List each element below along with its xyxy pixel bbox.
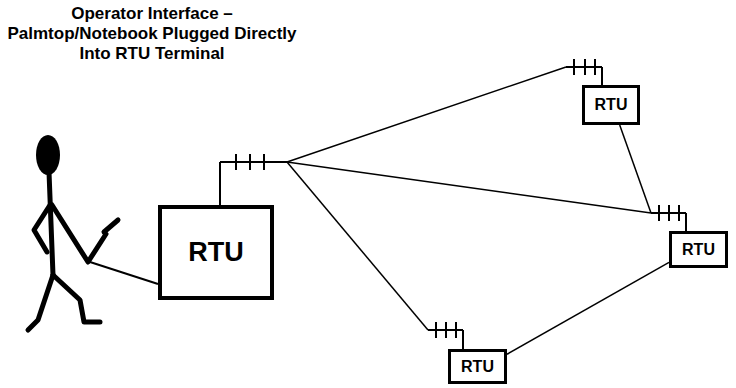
rtu-label: RTU: [595, 97, 628, 113]
figure-arm: [52, 205, 106, 262]
rtu-box: RTU: [669, 231, 728, 268]
antenna-element: [584, 59, 586, 75]
antenna-element: [455, 322, 457, 338]
rtu-label: RTU: [682, 242, 715, 258]
figure-leg: [53, 275, 100, 322]
antenna-element: [263, 154, 265, 170]
terminal-cable: [90, 262, 158, 284]
rtu-node: RTU: [566, 59, 640, 125]
antenna-element: [445, 322, 447, 338]
antenna-element: [249, 154, 251, 170]
radio-link: [507, 262, 669, 354]
radio-link: [287, 67, 566, 162]
antenna-mast: [685, 213, 687, 232]
rtu-label: RTU: [461, 359, 494, 375]
radio-link: [287, 162, 428, 330]
radio-link: [287, 162, 651, 213]
antenna-element: [594, 59, 596, 75]
diagram-title: Operator Interface – Palmtop/Notebook Pl…: [2, 4, 302, 64]
stick-figure: [28, 135, 118, 330]
antenna-element: [658, 205, 660, 221]
antenna-mast: [601, 67, 603, 86]
figure-body: [49, 172, 53, 275]
palmtop-device: [104, 220, 118, 232]
antenna-element: [668, 205, 670, 221]
rtu-node: RTU: [651, 205, 728, 268]
antenna-element: [435, 322, 437, 338]
antenna-mast: [219, 162, 221, 206]
rtu-node: RTU: [428, 322, 507, 384]
rtu-box: RTU: [158, 205, 274, 300]
antenna-element: [678, 205, 680, 221]
rtu-label: RTU: [188, 239, 244, 266]
antenna-element: [235, 154, 237, 170]
figure-arm: [34, 205, 50, 252]
antenna-mast: [462, 330, 464, 350]
figure-head: [36, 135, 60, 175]
radio-link: [620, 125, 651, 213]
rtu-box: RTU: [582, 85, 640, 125]
figure-leg: [28, 275, 53, 330]
antenna-bar: [220, 161, 287, 163]
antenna-element: [573, 59, 575, 75]
rtu-box: RTU: [448, 349, 507, 384]
rtu-node: RTU: [158, 154, 287, 300]
